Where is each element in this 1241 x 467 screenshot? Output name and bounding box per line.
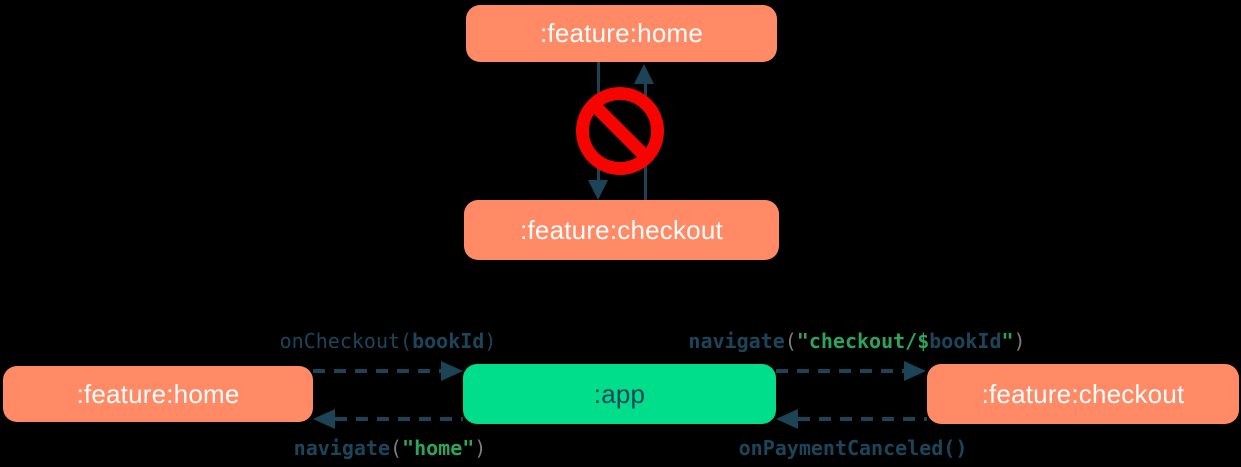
arrowhead-down-icon	[588, 180, 608, 200]
code-text: (	[784, 329, 797, 353]
code-text: "checkout/$	[796, 329, 930, 353]
code-text: onCheckout(	[279, 329, 413, 353]
code-text: bookId	[929, 329, 1002, 353]
top-checkout-module-box: :feature:checkout	[464, 200, 779, 260]
code-text: )	[484, 329, 497, 353]
on-payment-canceled-arrow-line	[798, 417, 927, 421]
no-entry-slash	[592, 103, 648, 159]
bottom-home-module-box: :feature:home	[3, 366, 313, 422]
code-text: )	[1013, 329, 1026, 353]
arrowhead-right-icon	[904, 361, 926, 381]
navigate-checkout-arrow-line	[776, 369, 906, 373]
navigate-home-label: navigate("home")	[294, 437, 487, 460]
navigate-home-arrow-line	[335, 417, 463, 421]
arrowhead-right-icon	[441, 361, 463, 381]
on-checkout-label: onCheckout(bookId)	[280, 330, 497, 353]
code-text: onPaymentCanceled()	[738, 436, 968, 460]
arrowhead-up-icon	[634, 64, 654, 84]
top-home-module-box: :feature:home	[466, 5, 777, 62]
arrowhead-left-icon	[313, 409, 335, 429]
app-module-box: :app	[463, 364, 776, 424]
navigate-checkout-label: navigate("checkout/$bookId")	[688, 330, 1025, 353]
on-checkout-arrow-line	[313, 369, 443, 373]
code-text: navigate	[688, 329, 785, 353]
on-payment-canceled-label: onPaymentCanceled()	[739, 437, 968, 460]
code-text: bookId	[412, 329, 485, 353]
code-text: navigate	[293, 436, 390, 460]
code-text: )	[474, 436, 487, 460]
arrowhead-left-icon	[776, 409, 798, 429]
code-text: "	[1001, 329, 1014, 353]
bottom-checkout-module-box: :feature:checkout	[927, 364, 1239, 424]
code-text: "home"	[402, 436, 475, 460]
no-entry-icon	[576, 87, 664, 175]
code-text: (	[389, 436, 403, 460]
